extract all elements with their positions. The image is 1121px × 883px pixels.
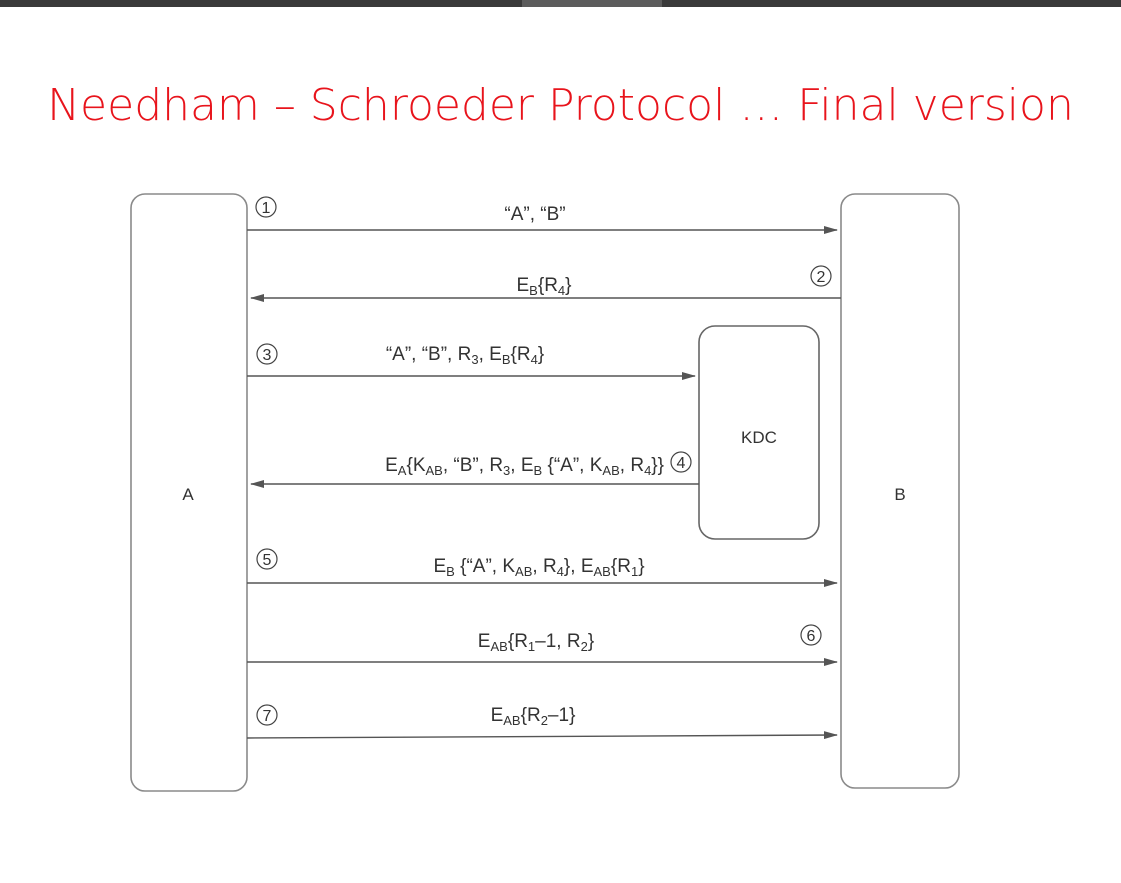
- message-7: 7 EAB{R2–1}: [246, 704, 838, 740]
- message-5-label: EB {“A”, KAB, R4}, EAB{R1}: [433, 556, 644, 579]
- entity-kdc-label: KDC: [741, 428, 777, 447]
- window-top-bar-tab[interactable]: [522, 0, 662, 7]
- message-5: 5 EB {“A”, KAB, R4}, EAB{R1}: [247, 548, 838, 587]
- window-top-bar: [0, 0, 1121, 7]
- step-4-marker: 4: [670, 451, 692, 473]
- step-3-marker: 3: [256, 343, 278, 365]
- entity-a-label: A: [182, 485, 194, 504]
- message-1: 1 “A”, “B”: [247, 196, 838, 234]
- entity-kdc-box: [698, 325, 820, 540]
- step-number: 2: [817, 269, 826, 286]
- step-number: 6: [807, 628, 816, 645]
- entity-kdc: KDC: [698, 325, 820, 540]
- step-7-marker: 7: [256, 704, 278, 726]
- step-number: 1: [262, 200, 271, 217]
- step-number: 5: [263, 552, 272, 569]
- step-5-marker: 5: [256, 548, 278, 570]
- step-1-marker: 1: [255, 196, 277, 218]
- entity-b-box: [840, 193, 960, 789]
- step-number: 7: [263, 708, 272, 725]
- message-3: 3 “A”, “B”, R3, EB{R4}: [247, 343, 696, 380]
- slide-title: Needham – Schroeder Protocol … Final ver…: [47, 80, 1074, 131]
- entity-a: A: [130, 193, 248, 792]
- step-2-marker: 2: [810, 265, 832, 287]
- message-4-label: EA{KAB, “B”, R3, EB {“A”, KAB, R4}}: [385, 455, 664, 478]
- message-2-label: EB{R4}: [516, 275, 571, 298]
- arrow-7: [246, 731, 838, 740]
- entity-b-label: B: [894, 485, 905, 504]
- message-6-label: EAB{R1–1, R2}: [478, 631, 594, 654]
- step-number: 4: [677, 455, 686, 472]
- message-6: 6 EAB{R1–1, R2}: [247, 624, 838, 666]
- message-2: 2 EB{R4}: [250, 265, 841, 302]
- message-3-label: “A”, “B”, R3, EB{R4}: [386, 344, 544, 367]
- message-1-label: “A”, “B”: [504, 204, 565, 225]
- entity-a-box: [130, 193, 248, 792]
- entity-b: B: [840, 193, 960, 789]
- step-number: 3: [263, 347, 272, 364]
- step-6-marker: 6: [800, 624, 822, 646]
- message-4: 4 EA{KAB, “B”, R3, EB {“A”, KAB, R4}}: [250, 451, 699, 488]
- message-7-label: EAB{R2–1}: [491, 705, 576, 728]
